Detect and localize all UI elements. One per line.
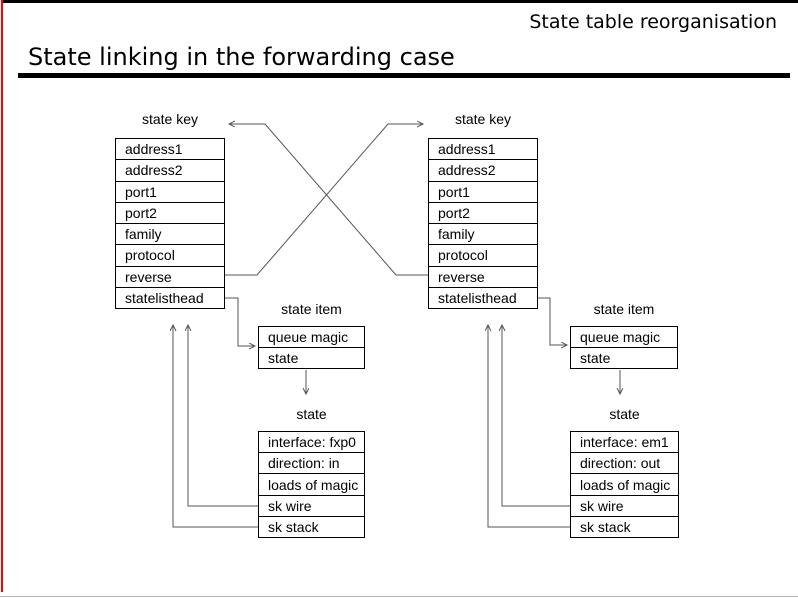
state-item-right-table: queue magic state: [570, 326, 678, 369]
left-red-border: [1, 0, 3, 592]
state-left-table: interface: fxp0 direction: in loads of m…: [258, 431, 365, 538]
arrow-left-sk-stack-to-state-key: [173, 325, 258, 528]
table-row: interface: em1: [580, 434, 669, 451]
table-row: protocol: [429, 244, 537, 265]
table-row: reverse: [116, 265, 224, 287]
table-row: state: [571, 347, 677, 368]
state-key-right-table: address1 address2 port1 port2 family pro…: [428, 138, 538, 309]
table-row: port2: [429, 201, 537, 223]
table-row: interface: fxp0: [268, 434, 356, 451]
top-border: [3, 0, 798, 3]
table-row: statelisthead: [116, 286, 224, 308]
state-item-left-table: queue magic state: [258, 326, 365, 369]
arrow-left-reverse-to-right-state-key: [225, 124, 423, 276]
table-row: port1: [116, 180, 224, 202]
table-row: address1: [438, 141, 496, 158]
table-row: address2: [429, 159, 537, 180]
table-row: direction: in: [259, 452, 364, 473]
state-key-left-label: state key: [141, 111, 199, 127]
table-row: loads of magic: [259, 473, 364, 494]
table-row: sk wire: [259, 494, 364, 516]
table-row: protocol: [116, 244, 224, 265]
slide-header: State table reorganisation: [529, 11, 777, 33]
table-row: loads of magic: [571, 473, 678, 494]
table-row: address1: [125, 141, 183, 158]
table-row: statelisthead: [429, 286, 537, 308]
state-right-label: state: [609, 406, 640, 422]
table-row: port2: [116, 201, 224, 223]
arrow-left-sk-wire-to-state-key: [188, 325, 258, 507]
table-row: state: [259, 347, 364, 368]
table-row: sk wire: [571, 494, 678, 516]
state-left-label: state: [296, 406, 327, 422]
state-item-left-label: state item: [281, 301, 342, 317]
table-row: sk stack: [259, 515, 364, 537]
arrow-right-statelisthead-to-state-item: [538, 297, 567, 345]
table-row: port1: [429, 180, 537, 202]
table-row: family: [429, 223, 537, 244]
state-key-left-table: address1 address2 port1 port2 family pro…: [115, 138, 225, 309]
arrow-left-statelisthead-to-state-item: [225, 297, 255, 346]
page-title: State linking in the forwarding case: [28, 43, 455, 71]
table-row: address2: [116, 159, 224, 180]
arrow-right-sk-wire-to-state-key: [502, 325, 570, 507]
table-row: sk stack: [571, 515, 678, 537]
title-underline: [18, 73, 790, 78]
arrow-right-sk-stack-to-state-key: [488, 325, 570, 528]
table-row: family: [116, 223, 224, 244]
state-right-table: interface: em1 direction: out loads of m…: [570, 431, 679, 538]
table-row: queue magic: [580, 329, 661, 345]
bottom-border: [0, 596, 798, 597]
table-row: queue magic: [268, 329, 349, 345]
state-key-right-label: state key: [454, 111, 512, 127]
table-row: direction: out: [571, 452, 678, 473]
state-item-right-label: state item: [593, 301, 655, 317]
table-row: reverse: [429, 265, 537, 287]
arrow-right-reverse-to-left-state-key: [229, 124, 428, 276]
